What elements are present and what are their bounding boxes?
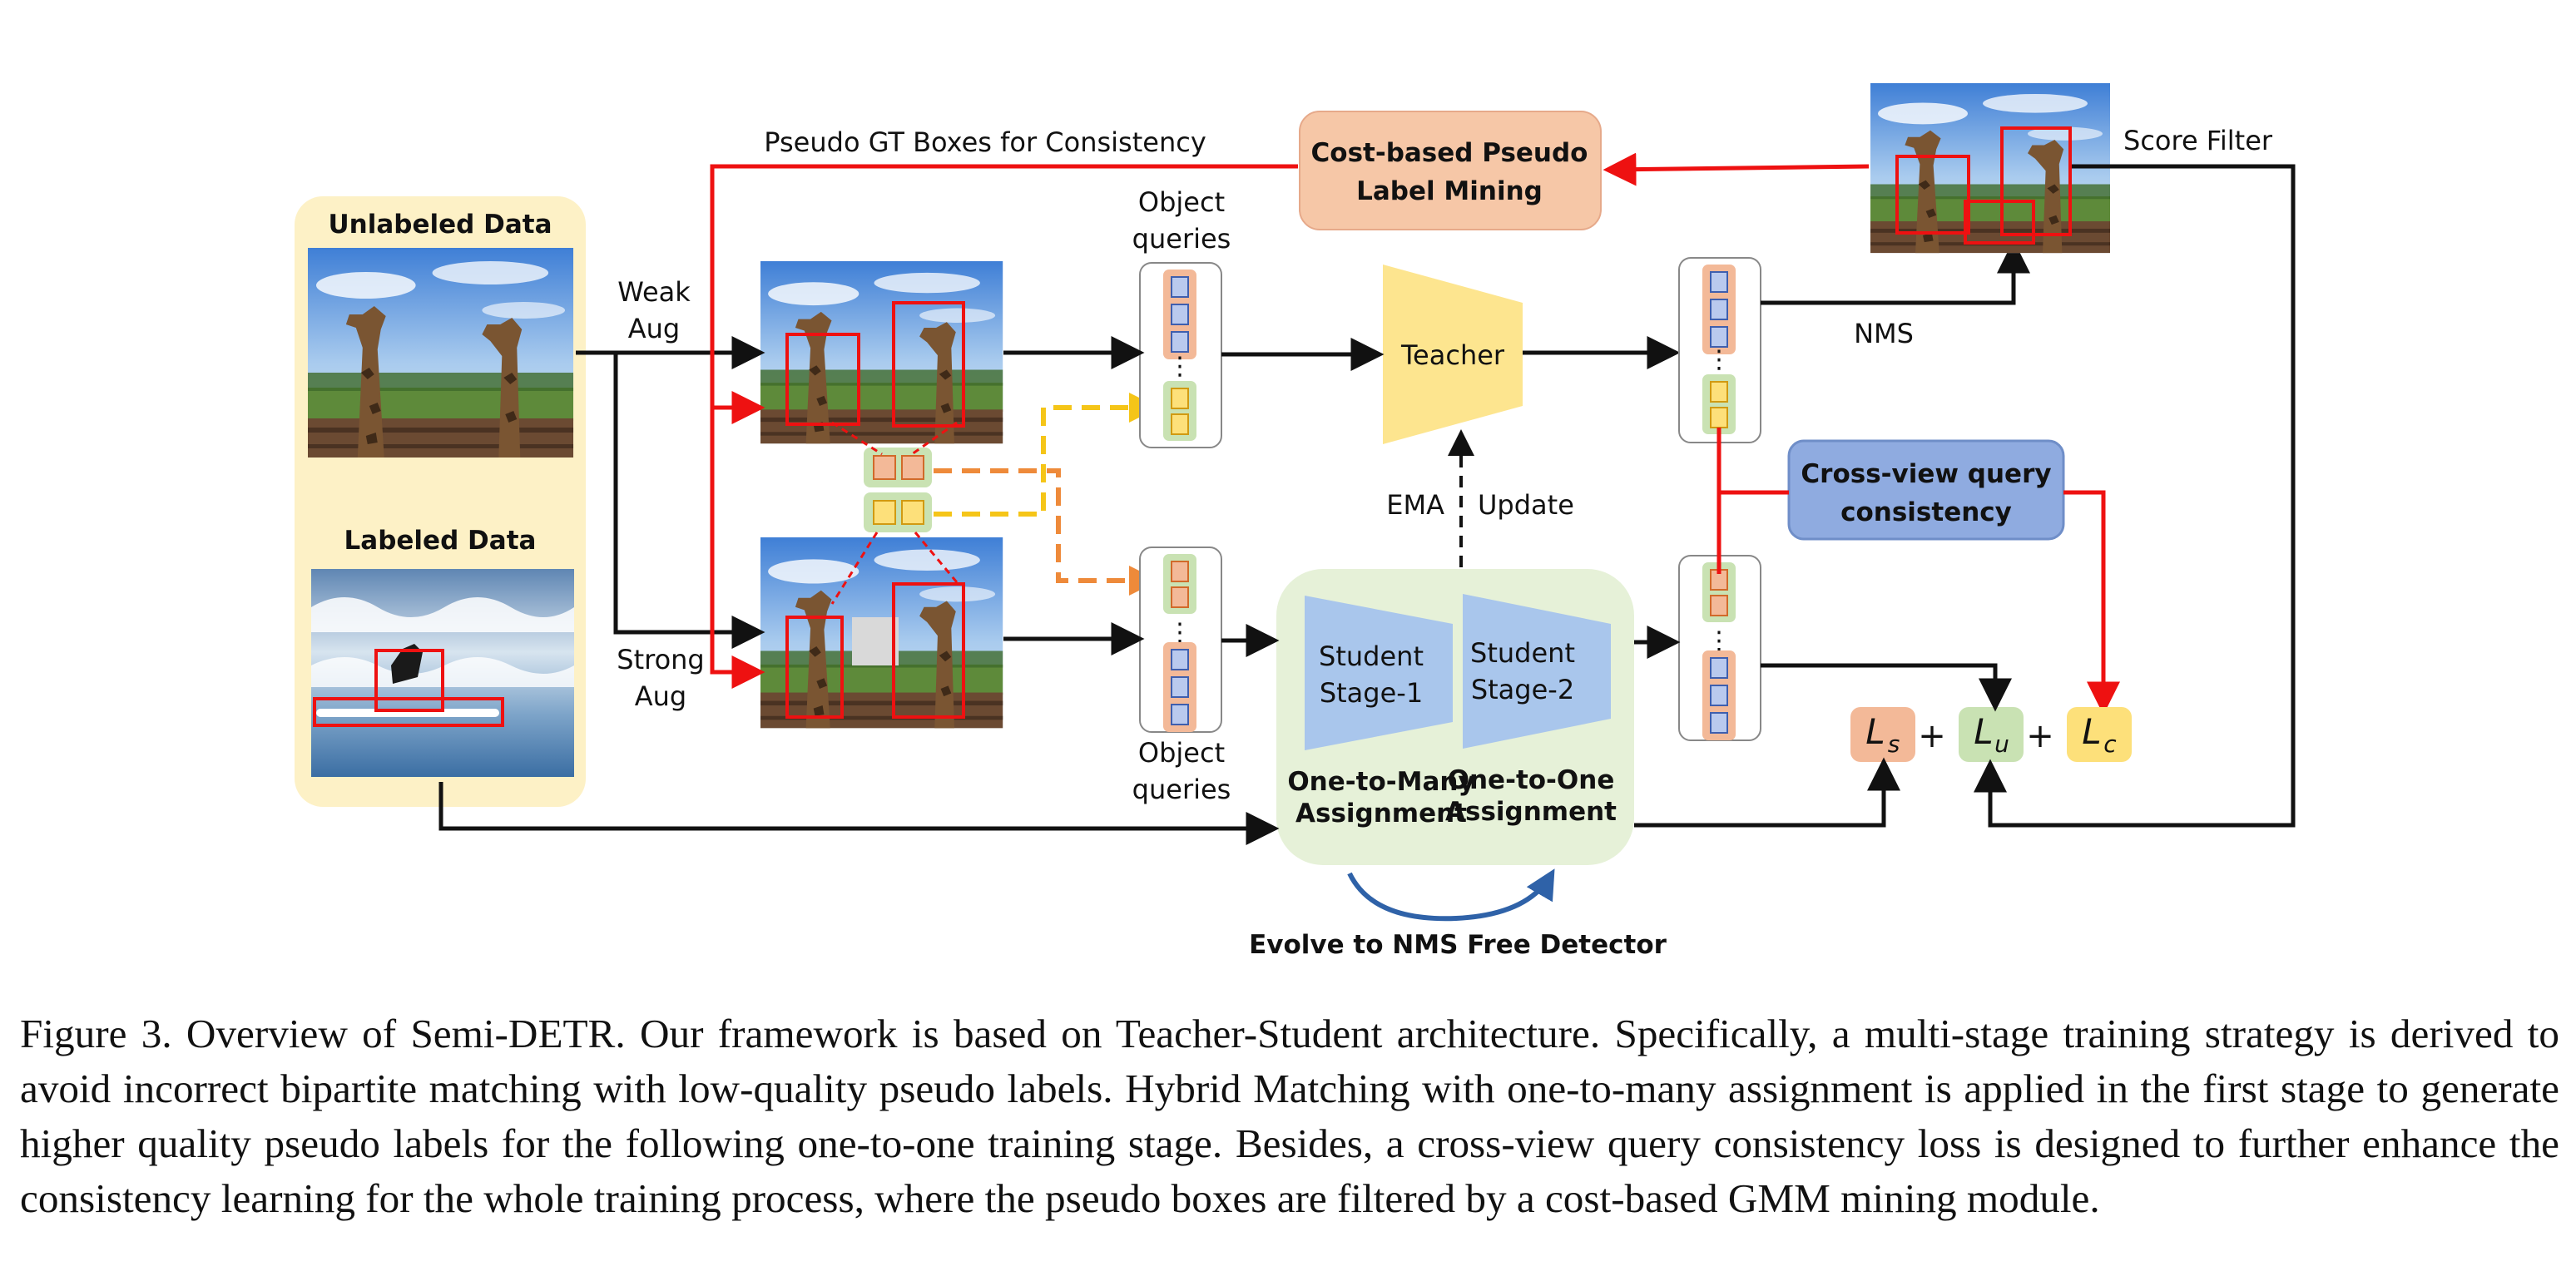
cross-view-box bbox=[1787, 439, 2065, 541]
object-queries-label-top-2: queries bbox=[1132, 223, 1231, 255]
image-to-queries-arrows bbox=[1003, 336, 1145, 655]
svg-text:⋮: ⋮ bbox=[1167, 352, 1192, 381]
mini-query-orange bbox=[864, 448, 932, 487]
weak-aug-image bbox=[760, 261, 1003, 444]
object-queries-label-bottom: Object bbox=[1138, 737, 1225, 769]
loss-arrows bbox=[438, 164, 2296, 845]
loss-u: L u bbox=[1959, 707, 2024, 762]
svg-text:⋮: ⋮ bbox=[1707, 345, 1731, 374]
object-queries-bottom: ⋮ bbox=[1139, 547, 1222, 733]
labeled-data-label: Labeled Data bbox=[344, 526, 537, 556]
unlabeled-image bbox=[308, 248, 574, 458]
nms-label: NMS bbox=[1854, 318, 1914, 349]
one-to-many-label-2: Assignment bbox=[1295, 799, 1467, 828]
svg-text:s: s bbox=[1888, 730, 1900, 758]
aug-arrows bbox=[576, 336, 765, 649]
object-queries-label-top: Object bbox=[1138, 186, 1225, 218]
teacher-output-queries: ⋮ bbox=[1678, 257, 1761, 443]
student-stage-1-label-2: Stage-1 bbox=[1320, 677, 1423, 709]
teacher-label: Teacher bbox=[1400, 339, 1505, 371]
filtered-pseudo-image bbox=[1870, 83, 2110, 254]
mini-query-red-links bbox=[830, 421, 959, 605]
pseudo-gt-arrows bbox=[710, 164, 1298, 689]
strong-aug-image bbox=[760, 537, 1003, 729]
mini-query-yellow bbox=[864, 492, 932, 532]
student-output-queries: ⋮ bbox=[1678, 555, 1761, 741]
cost-mining-label: Cost-based Pseudo bbox=[1311, 138, 1588, 168]
plus-2: + bbox=[2026, 717, 2054, 755]
student-stage-2 bbox=[1463, 594, 1611, 749]
evolve-arc bbox=[1347, 868, 1555, 922]
student-stage-2-label-2: Stage-2 bbox=[1471, 674, 1574, 705]
one-to-one-label: One-to-One bbox=[1448, 765, 1615, 795]
cost-mining-label-2: Label Mining bbox=[1356, 176, 1543, 206]
yellow-dashed-arrow bbox=[934, 393, 1159, 517]
cross-view-label-2: consistency bbox=[1840, 497, 2012, 527]
pseudo-gt-label: Pseudo GT Boxes for Consistency bbox=[764, 126, 1206, 158]
figure-caption: Figure 3. Overview of Semi-DETR. Our fra… bbox=[20, 1011, 2559, 1221]
object-queries-top: ⋮ bbox=[1139, 262, 1222, 448]
score-filter-label: Score Filter bbox=[2123, 125, 2273, 156]
cross-view-label: Cross-view query bbox=[1801, 459, 2051, 489]
teacher-block bbox=[1383, 265, 1523, 444]
cross-view-red-lines bbox=[1717, 428, 2120, 715]
student-stage-2-label: Student bbox=[1470, 637, 1575, 669]
loss-c: L c bbox=[2067, 707, 2132, 762]
student-stage-1 bbox=[1305, 596, 1453, 750]
evolve-label: Evolve to NMS Free Detector bbox=[1249, 930, 1667, 960]
loss-s: L s bbox=[1850, 707, 1915, 762]
student-stage-1-label: Student bbox=[1319, 641, 1424, 672]
one-to-one-label-2: Assignment bbox=[1445, 797, 1617, 827]
ema-label: EMA bbox=[1386, 489, 1444, 521]
strong-aug-label: Strong bbox=[617, 644, 704, 675]
nms-arrow bbox=[1761, 240, 2030, 305]
semi-detr-diagram: Unlabeled Data Labeled Data Weak Aug Str… bbox=[295, 83, 2296, 960]
labeled-image bbox=[311, 569, 574, 777]
svg-text:L: L bbox=[1974, 711, 1993, 752]
unlabeled-data-label: Unlabeled Data bbox=[328, 210, 552, 240]
weak-aug-label: Weak bbox=[617, 276, 691, 308]
svg-text:c: c bbox=[2103, 730, 2117, 758]
update-label: Update bbox=[1478, 489, 1574, 521]
orange-dashed-arrow bbox=[934, 468, 1159, 596]
object-queries-label-bottom-2: queries bbox=[1132, 774, 1231, 805]
one-to-many-label: One-to-Many bbox=[1287, 767, 1474, 797]
strong-aug-label-2: Aug bbox=[635, 680, 686, 712]
svg-text:L: L bbox=[2082, 711, 2101, 752]
cost-mining-box bbox=[1299, 111, 1602, 230]
filter-to-mining-arrow bbox=[1603, 152, 1870, 186]
svg-text:L: L bbox=[1865, 711, 1885, 752]
svg-text:u: u bbox=[1994, 730, 2009, 758]
plus-1: + bbox=[1918, 717, 1946, 755]
weak-aug-label-2: Aug bbox=[628, 313, 680, 344]
